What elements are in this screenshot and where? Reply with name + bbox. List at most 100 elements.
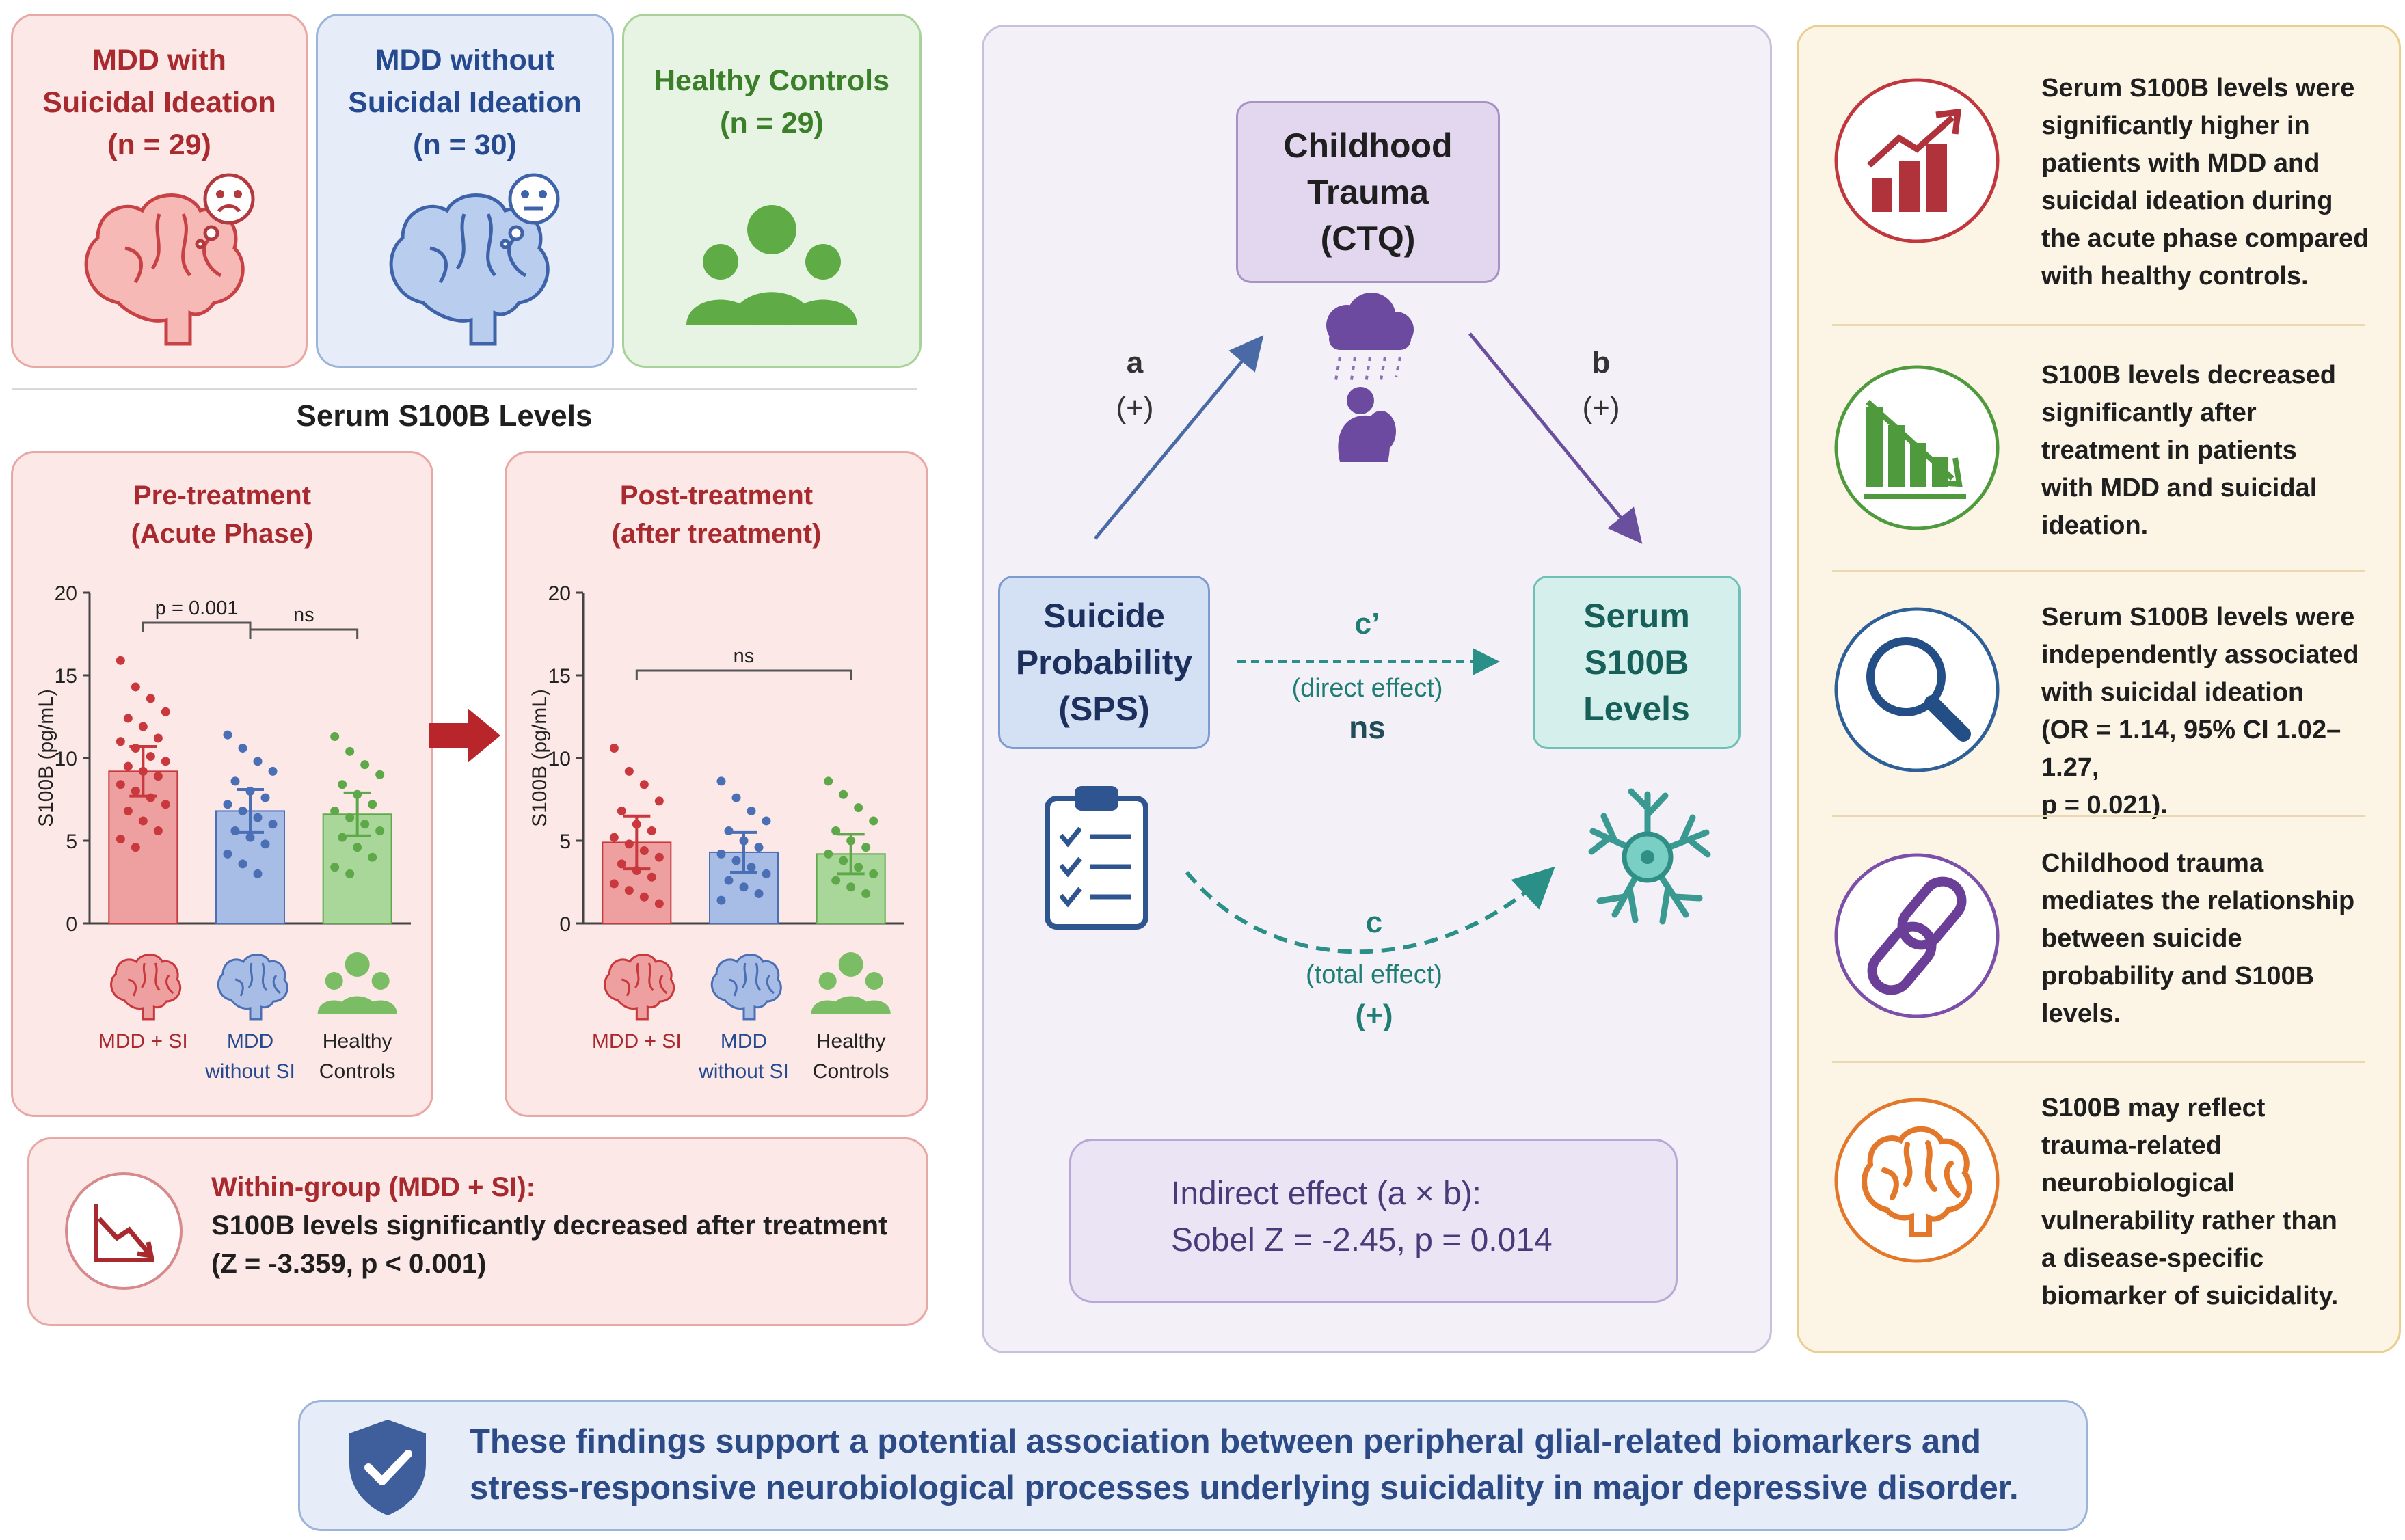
data-point [654, 852, 664, 862]
finding-item: Serum S100B levels were significantly hi… [1832, 74, 2372, 328]
data-point [654, 796, 664, 806]
path-result: ns [1349, 710, 1386, 745]
panel-title-line1: Pre-treatment [133, 481, 312, 511]
data-point [360, 820, 370, 829]
data-point [330, 732, 340, 742]
finding-line: the acute phase compared [2041, 224, 2369, 253]
finding-line: levels. [2041, 999, 2121, 1028]
suicide-probability-node: Suicide Probability (SPS) [998, 576, 1210, 749]
path-a-label: a (+) [1107, 340, 1162, 431]
data-point [609, 833, 619, 842]
y-tick-label: 10 [548, 748, 571, 770]
data-point [375, 770, 385, 779]
data-point [839, 789, 848, 799]
data-point [869, 869, 878, 878]
category-label: MDD + SI [98, 1030, 188, 1053]
data-point [161, 707, 170, 716]
data-point [223, 800, 232, 809]
data-point [268, 820, 278, 829]
panel-title-line2: (Acute Phase) [131, 519, 314, 549]
chain-link-icon [1834, 853, 2000, 1018]
neuron-icon [1588, 788, 1711, 925]
significance-label: ns [734, 645, 755, 667]
node-line2: S100B [1584, 643, 1689, 681]
finding-line: neurobiological [2041, 1169, 2235, 1198]
group-title: MDD without Suicidal Ideation (n = 30) [318, 39, 612, 166]
path-b-label: b (+) [1574, 340, 1628, 431]
data-point [824, 776, 833, 786]
data-point [360, 760, 370, 770]
conclusion-banner: These findings support a potential assoc… [298, 1400, 2088, 1531]
group-n: (n = 29) [107, 129, 211, 161]
data-point [146, 752, 155, 761]
path-label: c [1365, 906, 1383, 939]
finding-line: a disease-specific [2041, 1244, 2264, 1273]
data-point [245, 833, 255, 842]
node-line2: Trauma [1307, 173, 1429, 211]
data-point [345, 746, 355, 756]
group-card-mdd-no-si: MDD without Suicidal Ideation (n = 30) [316, 14, 614, 368]
path-c-prime-label: c’ (direct effect) ns [1258, 600, 1477, 749]
data-point [230, 776, 240, 786]
finding-line: probability and S100B [2041, 962, 2315, 990]
finding-line: suicidal ideation during [2041, 187, 2333, 215]
within-group-title: Within-group (MDD + SI): [211, 1172, 535, 1202]
data-point [624, 886, 634, 895]
rain-cloud-person-icon [1326, 293, 1414, 462]
data-point [624, 839, 634, 849]
finding-line: (OR = 1.14, 95% CI 1.02–1.27, [2041, 716, 2341, 782]
data-point [253, 869, 263, 878]
data-point [268, 766, 278, 776]
node-line1: Suicide [1043, 597, 1165, 635]
conclusion-line2: stress-responsive neurobiological proces… [470, 1470, 2019, 1507]
brain-icon [1834, 1098, 2000, 1263]
people-group-icon [686, 205, 857, 325]
data-point [131, 743, 140, 753]
indirect-effect-box: Indirect effect (a × b): Sobel Z = -2.45… [1069, 1139, 1678, 1303]
category-label: without SI [698, 1060, 789, 1083]
post-treatment-title: Post-treatment (after treatment) [507, 476, 926, 553]
data-point [123, 806, 133, 815]
data-point [368, 852, 377, 862]
data-point [338, 780, 347, 789]
data-point [338, 833, 347, 842]
finding-text: Serum S100B levels were independently as… [2041, 599, 2397, 824]
data-point [375, 826, 385, 835]
finding-item: Serum S100B levels were independently as… [1832, 603, 2372, 820]
data-point [116, 835, 125, 844]
brain-icon [710, 954, 782, 1021]
path-desc: (direct effect) [1291, 674, 1443, 703]
path-label: b [1591, 346, 1611, 379]
finding-line: treatment in patients [2041, 436, 2297, 465]
group-n: (n = 29) [720, 107, 824, 139]
y-axis-label: S100B (pg/mL) [528, 689, 551, 827]
brain-icon [110, 954, 182, 1021]
path-sign: (+) [1582, 391, 1620, 424]
data-point [161, 757, 170, 766]
node-line1: Childhood [1283, 126, 1453, 165]
finding-line: Serum S100B levels were [2041, 74, 2355, 103]
data-point [116, 780, 125, 789]
y-axis-label: S100B (pg/mL) [35, 689, 57, 827]
data-point [724, 876, 734, 885]
data-point [754, 843, 764, 852]
finding-text: S100B may reflect trauma-related neurobi… [2041, 1090, 2383, 1315]
finding-text: Serum S100B levels were significantly hi… [2041, 70, 2383, 295]
data-point [762, 816, 771, 826]
path-c-arrow [1185, 866, 1555, 954]
group-card-healthy: Healthy Controls (n = 29) [622, 14, 922, 368]
data-point [617, 859, 626, 869]
finding-line: vulnerability rather than [2041, 1206, 2337, 1235]
finding-line: between suicide [2041, 924, 2242, 953]
finding-divider [1832, 324, 2365, 326]
data-point [238, 743, 247, 753]
panel-title-line1: Post-treatment [619, 481, 814, 511]
data-point [731, 793, 741, 802]
path-b-arrow [1468, 332, 1643, 544]
data-point [223, 730, 232, 740]
significance-bracket [635, 669, 852, 680]
finding-line: with suicidal ideation [2041, 678, 2305, 707]
